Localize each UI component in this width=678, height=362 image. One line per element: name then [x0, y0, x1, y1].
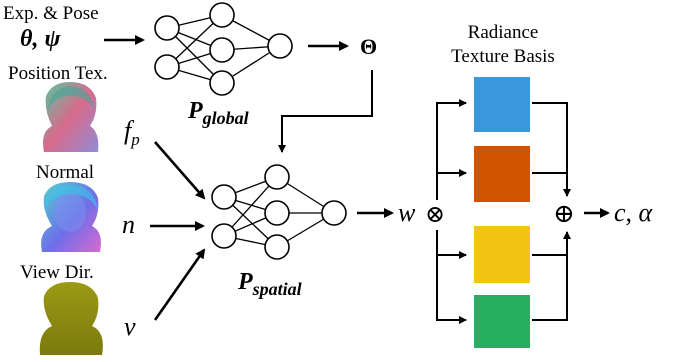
sum-operator: ⊕ [553, 199, 575, 228]
spatial-hidden-node [264, 200, 290, 226]
position-texture-head-image [43, 82, 99, 152]
spatial-input-node [211, 184, 237, 210]
normal-symbol: n [122, 210, 135, 239]
output-color-alpha-symbol: c, α [614, 198, 654, 227]
theta-to-spatial-arrow [278, 70, 373, 153]
spatial-hidden-node [264, 234, 290, 260]
basis-branch-lines [436, 99, 571, 324]
view-to-spatial-arrow [153, 248, 206, 321]
basis-title-line1: Radiance [468, 22, 539, 43]
basis-texture-yellow [474, 226, 530, 283]
position-to-spatial-arrow [154, 141, 206, 200]
global-input-node [154, 54, 180, 80]
spatial-network-label: Pspatial [237, 269, 302, 299]
basis-texture-orange [474, 146, 530, 202]
position-tex-label: Position Tex. [8, 63, 108, 84]
global-network [154, 2, 293, 96]
view-direction-head-image [39, 282, 103, 355]
spatial-output-node [321, 200, 347, 226]
view-dir-label: View Dir. [20, 262, 94, 283]
spatial-network [211, 164, 347, 260]
basis-texture-green [474, 295, 530, 348]
theta-latent-symbol: Θ [360, 34, 377, 59]
global-hidden-node [209, 2, 235, 28]
basis-texture-blue [474, 77, 530, 132]
theta-psi-label: θ, ψ [20, 26, 61, 52]
exp-pose-label: Exp. & Pose [3, 3, 99, 24]
global-hidden-node [209, 70, 235, 96]
normal-map-head-image [41, 182, 101, 252]
global-input-node [154, 15, 180, 41]
view-direction-symbol: v [124, 312, 136, 341]
multiply-operator: ⊗ [425, 202, 445, 228]
weights-symbol: w [398, 198, 416, 227]
global-hidden-node [209, 37, 235, 63]
spatial-input-node [211, 223, 237, 249]
basis-title-line2: Texture Basis [451, 46, 555, 67]
spatial-hidden-node [264, 164, 290, 190]
global-output-node [267, 33, 293, 59]
normal-label: Normal [36, 162, 94, 183]
position-feature-symbol: fp [124, 116, 140, 149]
global-network-label: Pglobal [187, 98, 249, 128]
